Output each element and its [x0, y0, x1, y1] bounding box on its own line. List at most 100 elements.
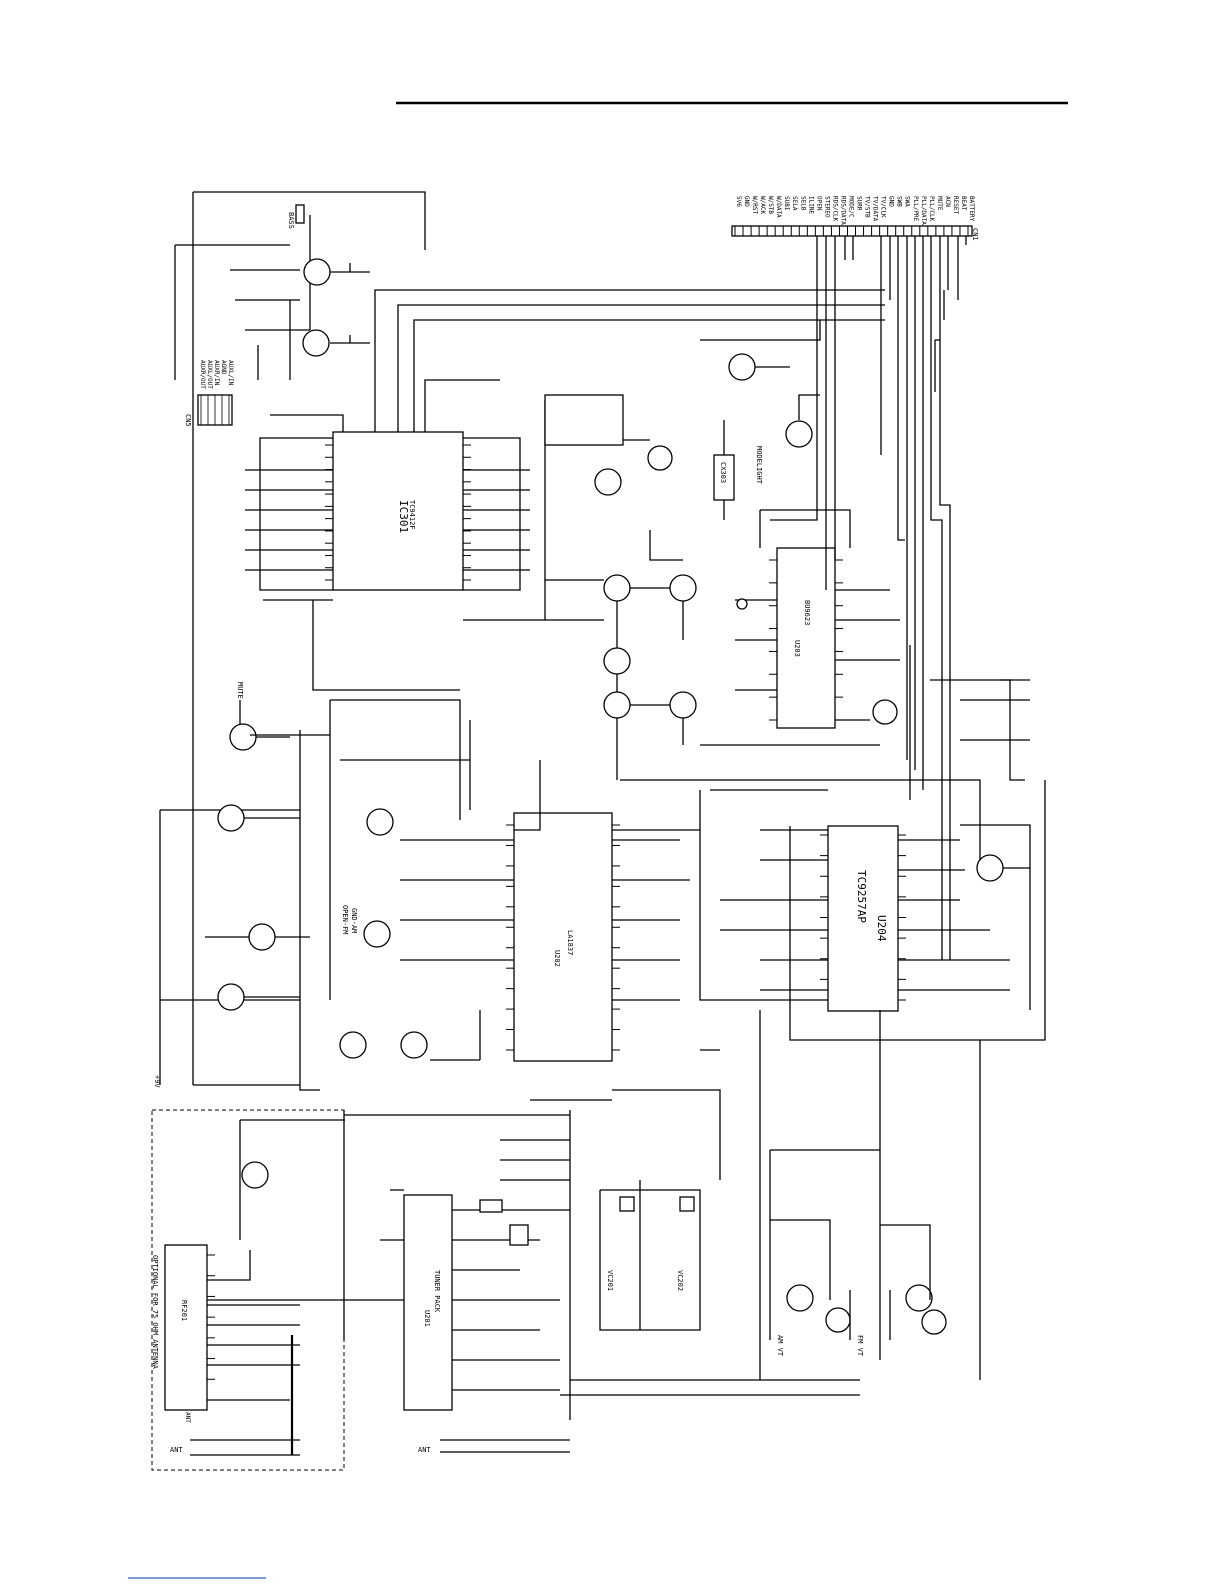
cn1-pin-label: W/DATA	[775, 196, 782, 218]
rf-tuning-section: VC201 VC202	[599, 1180, 701, 1331]
cn1-pin-label: ILINE	[807, 196, 814, 214]
cn1-pin-label: BEAT	[960, 196, 967, 211]
ic301-ref: IC301	[397, 500, 410, 533]
cn5-pin-label: AGND	[220, 360, 227, 375]
antenna-input: ANT	[418, 1379, 860, 1454]
u202-fm-if-ic: U202 LA1837	[329, 699, 700, 1062]
u202-ref: U202	[553, 950, 561, 967]
transistor-q602	[785, 420, 813, 448]
cn1-pin-label: SWA	[904, 196, 911, 207]
right-bus-lines	[699, 789, 981, 1380]
u201-ref: U201	[423, 1310, 431, 1327]
rf201-module	[164, 1244, 208, 1411]
u204-part: TC9257AP	[855, 870, 868, 923]
optional-box-title: OPTIONAL FOR 75 OHM ANTENNA	[151, 1255, 159, 1370]
transistor-q301	[303, 258, 331, 286]
cn1-pin-label: RDS/CLK	[831, 196, 838, 222]
u202-part: LA1837	[566, 930, 574, 955]
transistor-q305	[229, 723, 257, 751]
cn1-pin-label: TV/CLK	[880, 196, 887, 218]
cn1-pin-label: MUTE	[936, 196, 943, 211]
cn1-pin-label: SELB	[799, 196, 806, 211]
am-vt-label: AM VT	[776, 1335, 784, 1357]
cn1-pin-label: W/STB	[767, 196, 774, 214]
cn1-pin-label: MODE/C	[847, 196, 854, 218]
transistor-q601	[728, 353, 756, 381]
transistor-q304	[217, 983, 245, 1011]
ic301-capacitor-bank	[245, 469, 530, 571]
modelight-label: MODELIGHT	[755, 446, 763, 485]
cn1-pin-label: TV/STB	[864, 196, 871, 218]
u203-rds-ic: U203 BU9623	[700, 509, 900, 746]
transistor-q218	[603, 647, 631, 675]
transistor-q319	[603, 574, 631, 602]
cn1-pin-label: GND	[743, 196, 750, 207]
transistor-q208	[921, 1309, 947, 1335]
u201-tuner-pack: U201 TUNER PACK OSCB+B-IFGND1GNDGND2ANT	[184, 1110, 571, 1423]
cn1-pin-label: PLL/PRE	[912, 196, 919, 222]
cx303-label: CX303	[719, 462, 727, 483]
cn1-pin-label: 5V6	[735, 196, 742, 207]
cn1-pin-label: RESET	[952, 196, 959, 214]
cn5-pin-label: AUXR/OUT	[199, 360, 206, 389]
cn1-bus-lines	[770, 236, 967, 960]
misc-wires	[207, 720, 721, 1340]
cn5-ref: CN5	[184, 414, 192, 427]
tuner-pack-body	[403, 1194, 453, 1411]
transistor-q203	[400, 1031, 428, 1059]
cn1-pin-label: PLL/CLK	[928, 196, 935, 222]
transistor-q303-mid	[647, 445, 673, 471]
cn1-pin-label: SUBI	[783, 196, 790, 211]
transistor-q315	[669, 574, 697, 602]
open-fm-label: OPEN-FM	[341, 905, 349, 935]
rf201-label: RF201	[180, 1300, 188, 1321]
cn1-pin-label: OPEN	[815, 196, 822, 211]
transistor-q207	[905, 1284, 933, 1312]
fm-vt-label: FM VT	[856, 1335, 864, 1357]
transistor-q219	[603, 691, 631, 719]
ant-label-opt: ANT	[170, 1446, 183, 1454]
mute-label: MUTE	[236, 682, 244, 699]
svg-text:VC201: VC201	[606, 1270, 614, 1291]
cn1-pin-label: GND	[888, 196, 895, 207]
u203-ref: U203	[793, 640, 801, 657]
transistor-q1	[302, 329, 330, 357]
vt-drive-section: AM VT FM VT	[770, 1149, 947, 1357]
tone-control-section: BASS	[174, 191, 426, 1085]
gnd-am-label: GND-AM	[350, 908, 358, 933]
cn1-pin-label: BATTERY	[968, 196, 975, 222]
ant-label-main: ANT	[418, 1446, 431, 1454]
svg-text:BASS: BASS	[287, 212, 295, 229]
cn5-pin-label: AUXL/OUT	[206, 360, 213, 389]
transistor-q206	[825, 1307, 851, 1333]
transistor-q204	[363, 920, 391, 948]
u203-part: BU9623	[803, 600, 811, 625]
transistor-q303	[217, 804, 245, 832]
cx303-block: CX303 MODELIGHT	[700, 320, 821, 520]
plus9v-label: +9V	[153, 1075, 161, 1088]
cn1-pin-label: STEREO	[823, 196, 830, 218]
transistor-q306	[248, 923, 276, 951]
svg-text:VC202: VC202	[676, 1270, 684, 1291]
left-audio-transistors: MUTE +9V	[153, 682, 310, 1088]
transistor-q210	[669, 691, 697, 719]
cn5-pin-label: AUXR/IN	[213, 360, 220, 386]
u204-ref: U204	[875, 915, 888, 942]
u201-part: TUNER PACK	[433, 1270, 441, 1313]
transistor-q216	[976, 854, 1004, 882]
transistor-q213	[366, 808, 394, 836]
crystal-x202	[736, 598, 748, 610]
cn1-pin-label: ACN	[944, 196, 951, 207]
rf201-pin-label: ANT	[184, 1412, 191, 1423]
cn1-pin-label: TV/DATA	[872, 196, 879, 222]
cn1-pin-label: W/ACK	[759, 196, 766, 214]
centre-transistor-group	[463, 394, 981, 870]
cn1-pin-label: RDS/DATA	[839, 196, 846, 225]
u204-body	[827, 825, 899, 1012]
transistor-q302	[594, 468, 622, 496]
cn1-pin-label: SURR	[856, 196, 863, 211]
